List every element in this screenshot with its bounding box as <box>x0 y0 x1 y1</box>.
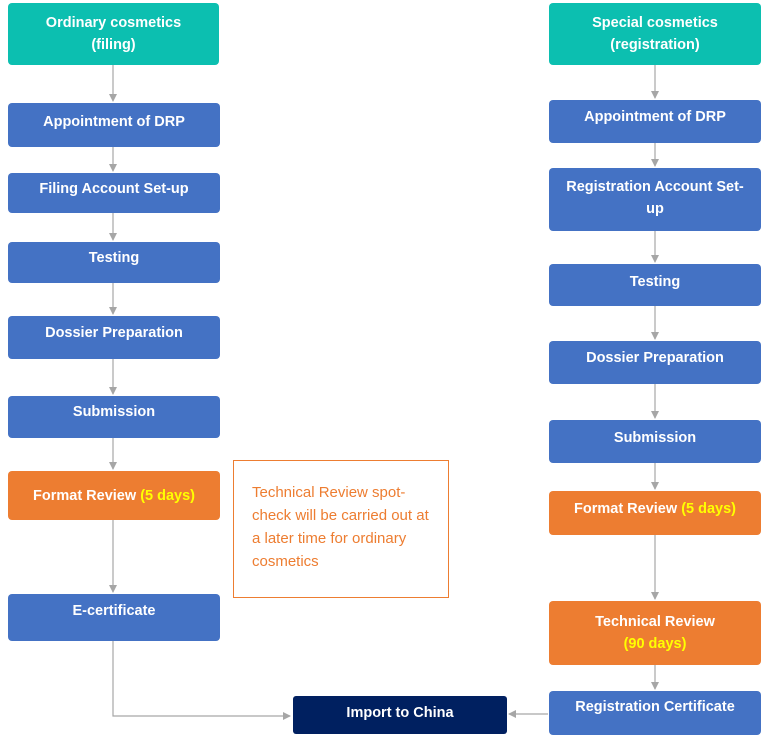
right-step-appointment-drp: Appointment of DRP <box>549 100 761 143</box>
right-step-registration-account-label: Registration Account Set-up <box>566 179 744 217</box>
right-step-format-review: Format Review (5 days) <box>549 491 761 535</box>
left-step-dossier-label: Dossier Preparation <box>45 325 183 341</box>
left-step-submission-label: Submission <box>72 404 156 420</box>
left-step-filing-account-label: Filing Account Set-up <box>39 181 189 197</box>
right-step-registration-account: Registration Account Set-up <box>549 168 761 231</box>
right-format-review-days: (5 days) <box>681 501 736 517</box>
left-step-submission: Submission <box>8 396 220 438</box>
left-step-appointment-drp: Appointment of DRP <box>8 103 220 147</box>
technical-review-note-box: Technical Review spot-check will be carr… <box>233 460 449 598</box>
right-technical-review-days: (90 days) <box>623 636 687 652</box>
left-step-appointment-drp-label: Appointment of DRP <box>43 114 185 130</box>
right-step-appointment-drp-label: Appointment of DRP <box>584 109 726 125</box>
left-step-filing-account: Filing Account Set-up <box>8 173 220 213</box>
right-step-submission-label: Submission <box>613 430 697 446</box>
special-cosmetics-subtitle: (registration) <box>610 37 700 53</box>
technical-review-note-text: Technical Review spot-check will be carr… <box>252 484 429 570</box>
right-step-technical-review: Technical Review (90 days) <box>549 601 761 665</box>
left-step-testing-label: Testing <box>88 250 140 266</box>
left-format-review-label: Format Review <box>33 488 137 504</box>
ordinary-cosmetics-title: Ordinary cosmetics <box>45 15 182 31</box>
left-step-e-certificate: E-certificate <box>8 594 220 641</box>
left-step-format-review: Format Review (5 days) <box>8 471 220 520</box>
right-step-testing: Testing <box>549 264 761 306</box>
right-step-registration-certificate: Registration Certificate <box>549 691 761 735</box>
import-to-china-box: Import to China <box>293 696 507 734</box>
right-step-submission: Submission <box>549 420 761 463</box>
left-step-e-certificate-label: E-certificate <box>72 603 156 619</box>
right-format-review-label: Format Review <box>574 501 678 517</box>
right-step-testing-label: Testing <box>629 274 681 290</box>
left-format-review-days: (5 days) <box>140 488 195 504</box>
arrow-left-to-import <box>112 641 291 720</box>
right-step-dossier-label: Dossier Preparation <box>586 350 724 366</box>
ordinary-cosmetics-subtitle: (filing) <box>91 37 136 53</box>
special-cosmetics-start-box: Special cosmetics (registration) <box>549 3 761 65</box>
ordinary-cosmetics-start-box: Ordinary cosmetics (filing) <box>8 3 219 65</box>
special-cosmetics-title: Special cosmetics <box>592 15 718 31</box>
import-to-china-label: Import to China <box>346 705 454 721</box>
left-step-testing: Testing <box>8 242 220 283</box>
right-step-registration-certificate-label: Registration Certificate <box>575 699 735 715</box>
left-step-dossier: Dossier Preparation <box>8 316 220 359</box>
right-step-dossier: Dossier Preparation <box>549 341 761 384</box>
right-technical-review-label: Technical Review <box>595 614 715 630</box>
